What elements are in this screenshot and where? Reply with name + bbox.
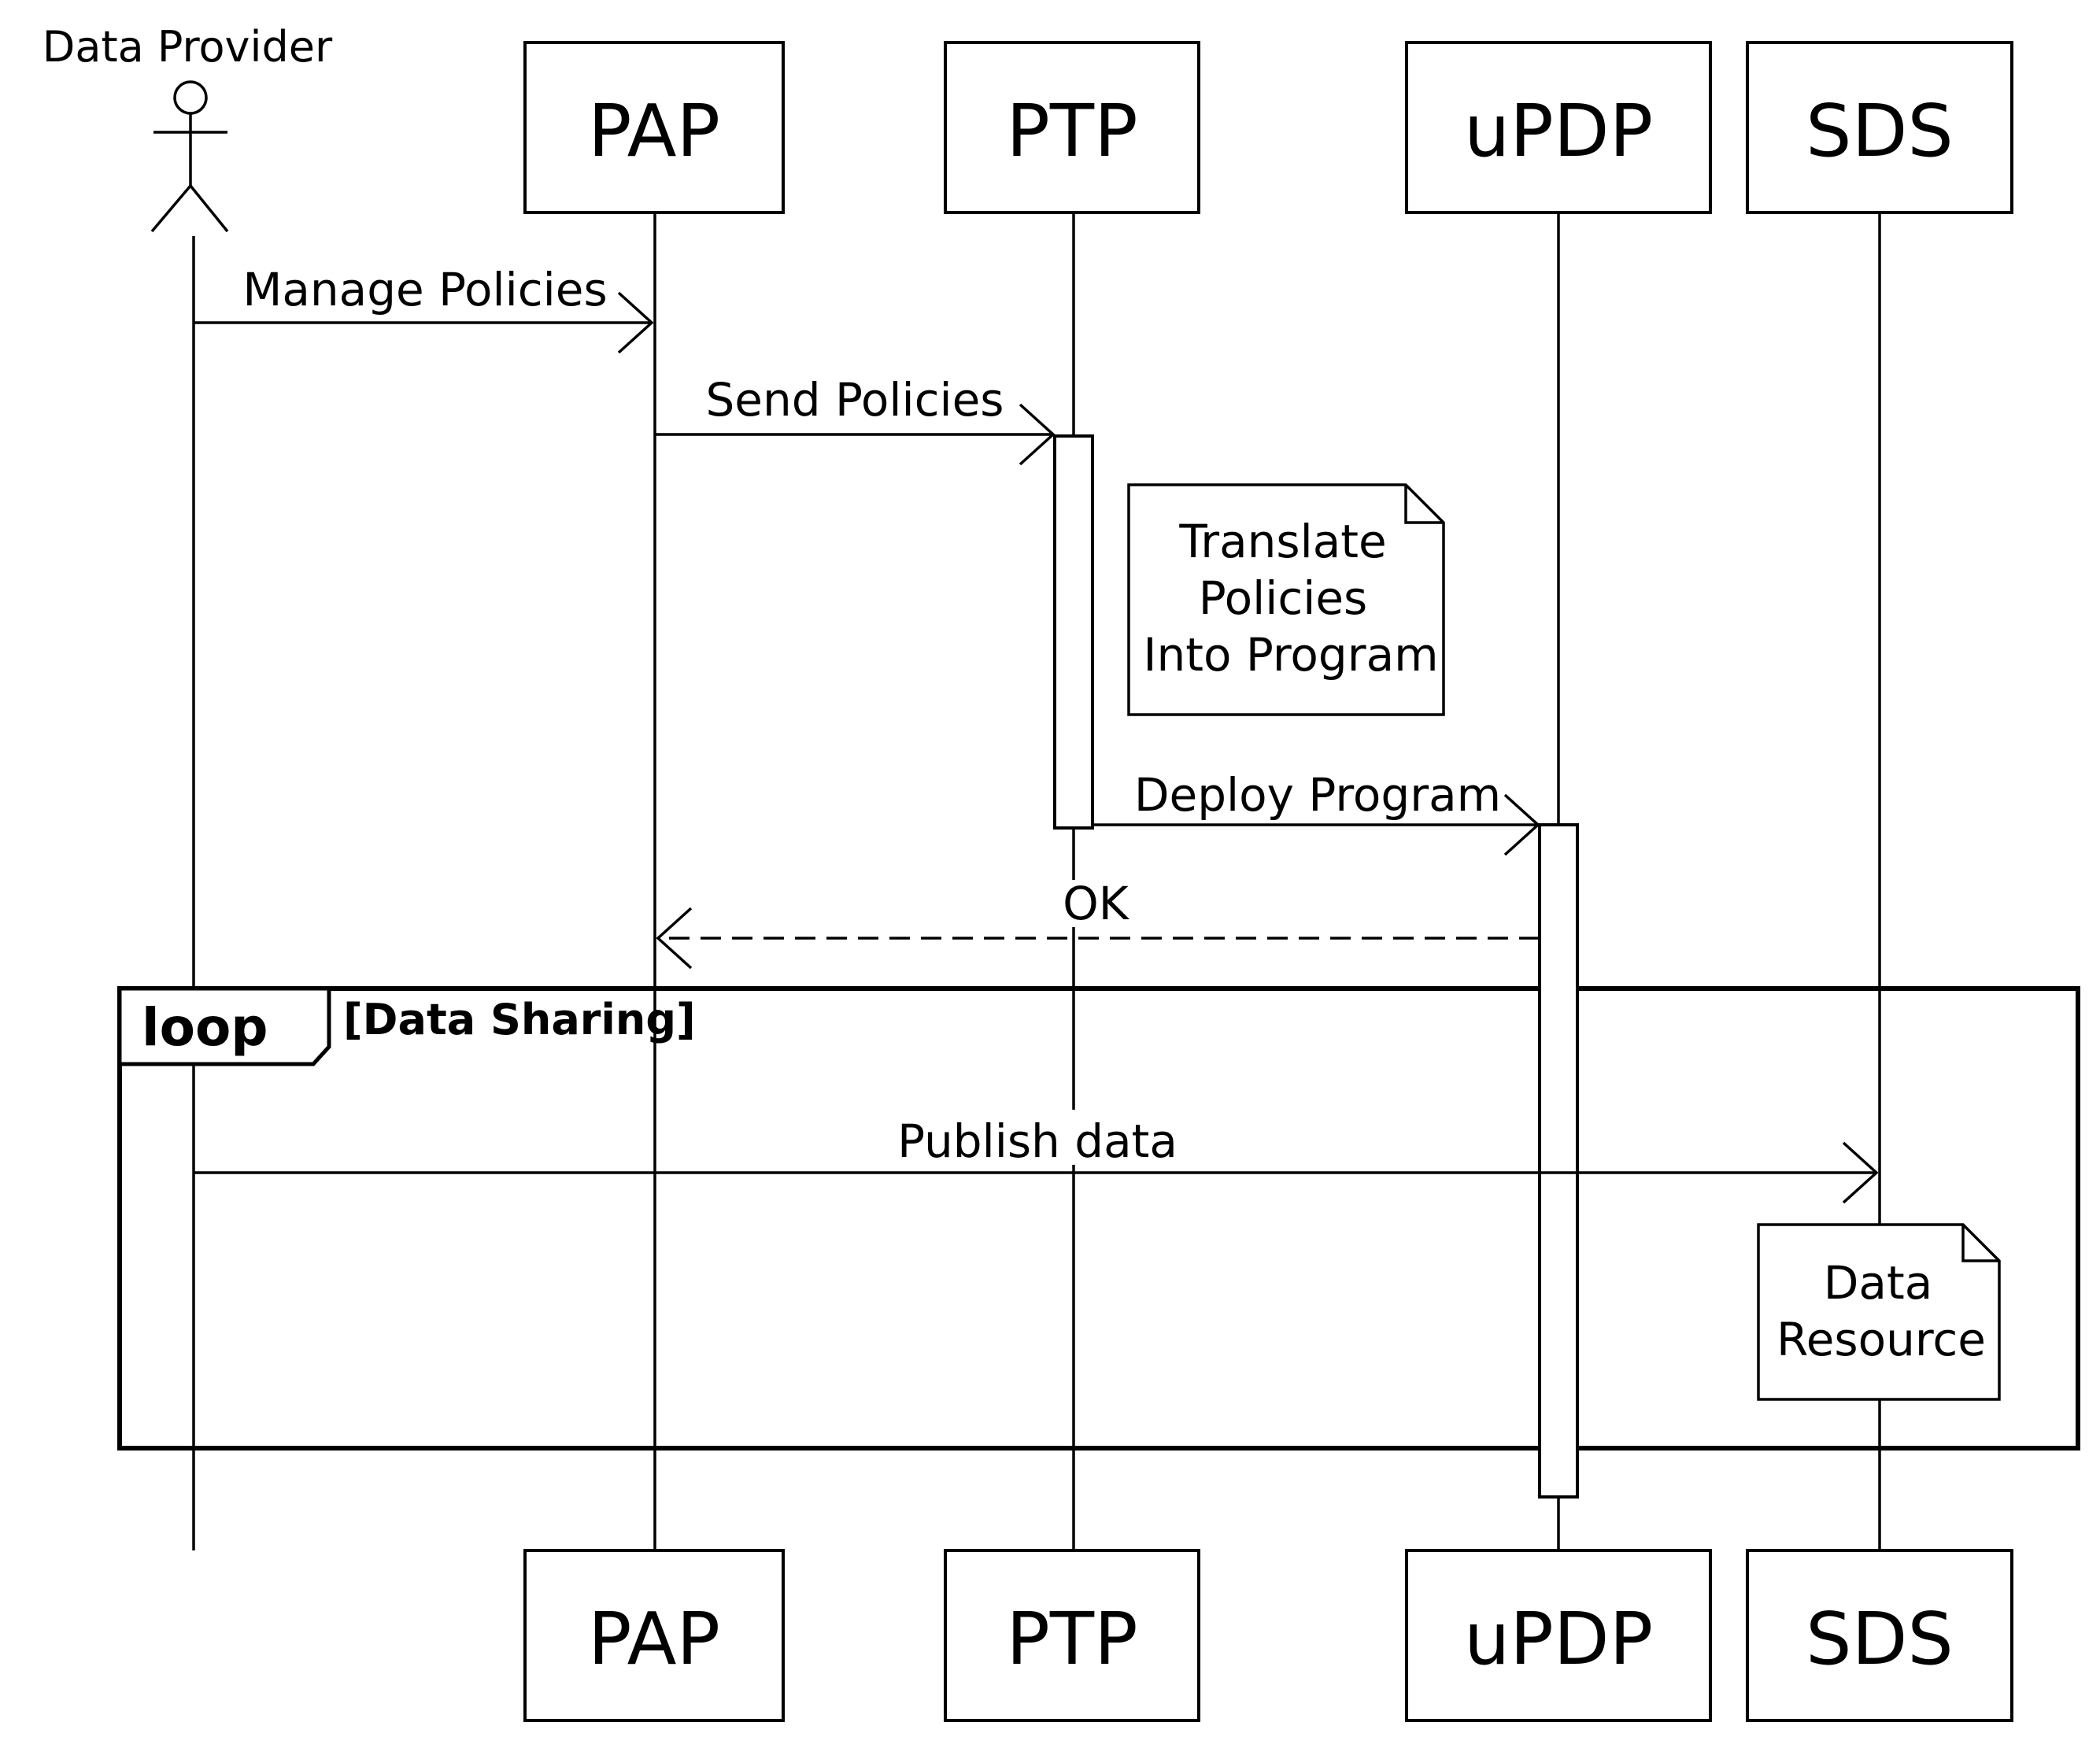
message-send-policies: Send Policies [655,373,1056,466]
arrowhead-open [617,291,654,354]
participant-label: PTP [1006,89,1137,173]
message-manage-policies: Manage Policies [194,263,654,354]
note-line: Translate [1178,515,1386,568]
participant-label: PTP [1006,1597,1137,1681]
note-data-resource: Data Resource [1757,1223,2001,1401]
message-ok-return: OK [656,877,1540,970]
participant-ptp-bottom: PTP [944,1549,1200,1722]
arrowhead-open [656,907,693,970]
message-label: Deploy Program [1134,768,1501,822]
note-fold [1961,1225,1999,1262]
message-label: Manage Policies [242,263,607,316]
participant-label: SDS [1806,1597,1954,1681]
loop-frame: loop [Data Sharing] [117,986,2080,1451]
participant-pap-bottom: PAP [523,1549,785,1722]
participant-label: uPDP [1464,1597,1653,1681]
label-background [1059,880,1138,927]
note-line: Policies [1199,571,1368,625]
message-publish-data: Publish data [194,1110,1879,1204]
message-deploy-program: Deploy Program [1093,768,1540,856]
activation-updp [1538,823,1579,1499]
note-translate-policies: Translate Policies Into Program [1127,483,1445,716]
participant-label: SDS [1806,89,1954,173]
participant-sds-top: SDS [1746,41,2013,214]
arrowhead-open [1503,793,1540,856]
loop-border [117,986,2080,1451]
actor-right-leg [189,184,229,233]
message-label: OK [1063,877,1130,930]
participant-label: uPDP [1464,89,1653,173]
note-fold [1404,485,1444,524]
label-background [897,1110,1181,1165]
participant-ptp-top: PTP [944,41,1200,214]
arrowhead-open [1019,403,1056,466]
participant-updp-top: uPDP [1405,41,1712,214]
actor-data-provider: Data Provider [43,22,333,233]
participant-updp-bottom: uPDP [1405,1549,1712,1722]
participant-label: PAP [588,1597,720,1681]
participant-pap-top: PAP [523,41,785,214]
message-label: Publish data [897,1114,1178,1168]
activation-ptp [1053,434,1094,830]
message-label: Send Policies [705,373,1004,427]
note-line: Into Program [1143,628,1438,682]
participant-sds-bottom: SDS [1746,1549,2013,1722]
actor-left-leg [150,184,192,233]
participant-label: PAP [588,89,720,173]
loop-guard: [Data Sharing] [343,995,696,1044]
loop-tab [117,986,331,1066]
note-line: Resource [1776,1313,1986,1366]
note-line: Data [1824,1256,1933,1310]
actor-label: Data Provider [43,22,333,72]
arrowhead-open [1842,1141,1879,1204]
loop-label: loop [142,997,268,1058]
actor-head [173,80,208,115]
